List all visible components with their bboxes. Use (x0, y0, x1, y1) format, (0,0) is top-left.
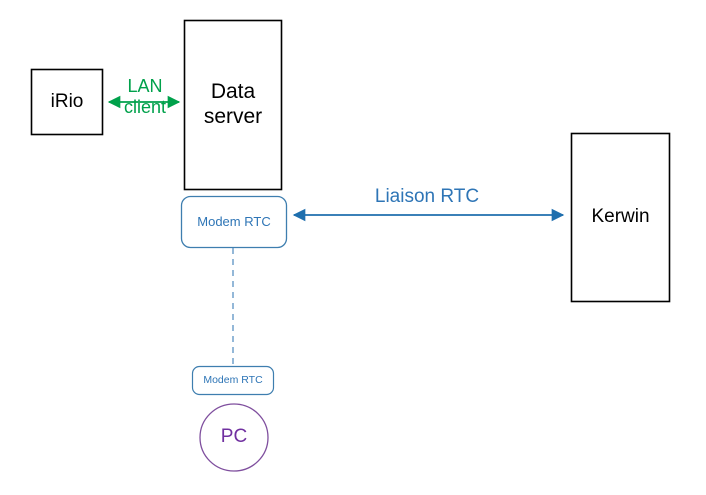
node-shape-data-server[interactable] (183, 19, 283, 191)
node-shape-modem-rtc-top[interactable] (180, 195, 288, 249)
node-shape-modem-rtc-bottom[interactable] (191, 365, 275, 396)
node-shape-kerwin[interactable] (570, 132, 671, 303)
node-shape-irio[interactable] (30, 68, 104, 136)
node-shape-pc[interactable] (199, 403, 269, 472)
